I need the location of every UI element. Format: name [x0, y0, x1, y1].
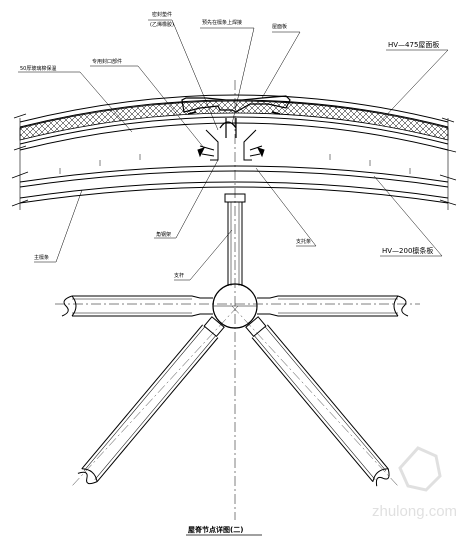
member-left-end: [61, 295, 77, 317]
purlin-bot: [19, 181, 449, 199]
label-closure: 专用封口部件: [92, 58, 122, 65]
vertical-strut: [224, 193, 246, 286]
leader-lines: [18, 19, 449, 281]
watermark-logo: zhulong.com: [372, 446, 457, 520]
caption-group: 屋脊节点详图(二): [186, 525, 262, 536]
member-right: [257, 295, 398, 317]
label-hv200: HV—200檩条板: [382, 246, 433, 255]
clip-right: [249, 145, 263, 157]
ridge-bracket-right: [243, 129, 257, 161]
label-main-purlin: 主檩条: [34, 254, 49, 261]
diagonal-members: [71, 305, 399, 487]
member-right-end: [393, 295, 409, 317]
horizontal-members: [61, 295, 409, 317]
ridge-cap: [181, 95, 291, 113]
diag-axis-right: [231, 305, 399, 487]
label-gasket-material: (乙烯橡胶): [150, 21, 174, 28]
purlin-bot-2: [19, 186, 449, 204]
diag-axis-left: [71, 305, 239, 487]
ball-node: [212, 283, 258, 329]
label-bracket: 支托条: [296, 238, 311, 245]
leader-strut: [174, 229, 233, 281]
leader-hv200: [373, 175, 443, 257]
strut-head: [224, 193, 246, 203]
roof-sheet-top: [19, 94, 449, 123]
leader-insulation: [18, 71, 133, 133]
roof-sheet-inner-2: [19, 122, 449, 151]
diagonal-right: [245, 316, 390, 487]
purlin-ticks: [59, 154, 411, 174]
label-welded: 预先在檩条上焊接: [202, 19, 242, 26]
ridge-hook: [219, 118, 237, 138]
drawing-caption: 屋脊节点详图(二): [188, 525, 243, 534]
roof-sheet-inner: [19, 116, 449, 145]
leader-closure: [90, 65, 205, 149]
clip-left: [199, 145, 215, 157]
label-hv475: HV—475屋面板: [388, 40, 439, 49]
watermark-text: zhulong.com: [372, 503, 457, 520]
labels: 密封垫件 (乙烯橡胶) 预先在檩条上焊接 屋面板 HV—475屋面板 50厚玻璃…: [20, 11, 439, 279]
leader-roof: [261, 31, 301, 99]
label-roof-sheet: 屋面板: [272, 23, 287, 30]
leader-hinge: [154, 159, 219, 239]
diagonal-left: [77, 316, 225, 485]
leader-welded: [200, 27, 255, 125]
ridge-bracket-left: [205, 129, 219, 161]
label-insulation: 50厚玻璃棉保温: [20, 65, 56, 72]
label-gasket: 密封垫件: [152, 11, 172, 18]
small-bars: [187, 111, 281, 115]
purlin-mid: [19, 170, 449, 188]
leader-purlin: [34, 189, 83, 263]
insulation-band: [19, 100, 449, 141]
leader-gasket: [148, 19, 219, 131]
member-left: [72, 295, 213, 317]
leader-bracket: [255, 167, 317, 247]
fastener-marks: [197, 147, 265, 158]
purlin-top: [19, 165, 449, 183]
leader-hv475: [377, 49, 449, 125]
ridge-assembly: [181, 95, 291, 161]
label-hinge: 角钢架: [156, 231, 171, 238]
label-strut: 支杆: [174, 272, 184, 279]
